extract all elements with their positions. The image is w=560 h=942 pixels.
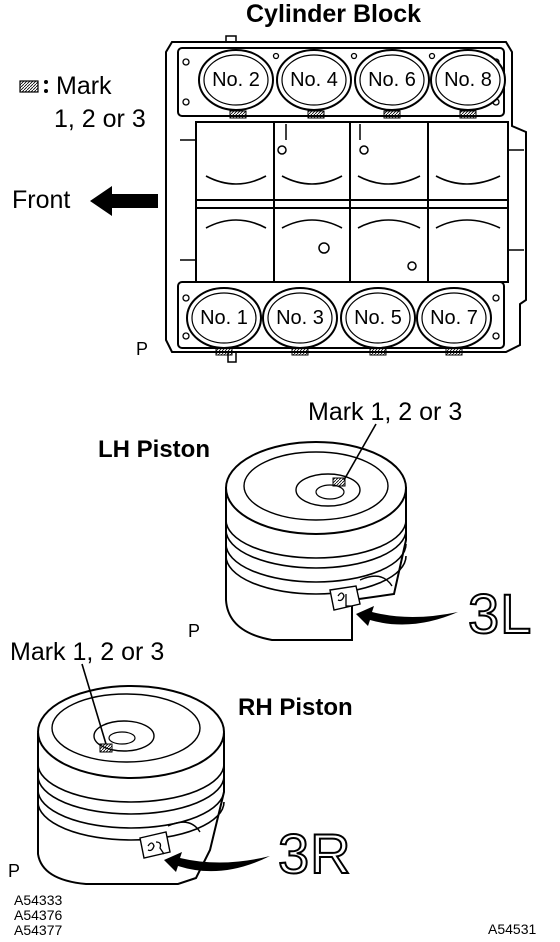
rh-mark-label: Mark 1, 2 or 3 [10, 638, 165, 666]
rh-mark-leader [81, 663, 107, 745]
cylinder-label-no-4: No. 4 [290, 69, 338, 91]
front-label: Front [12, 186, 71, 214]
bore-no-6 [354, 49, 430, 111]
rh-stamp-arrow [164, 852, 270, 872]
p-marker-block: P [136, 339, 149, 359]
block-grade-marks [215, 110, 477, 356]
bore-no-4 [276, 49, 352, 111]
cylinder-label-no-5: No. 5 [354, 307, 402, 329]
legend-mark-label: Mark [56, 72, 112, 100]
cylinder-block [165, 35, 527, 363]
cylinder-label-no-8: No. 8 [444, 69, 492, 91]
cylinder-label-no-2: No. 2 [212, 69, 260, 91]
front-arrow [90, 186, 158, 216]
diagram-title: Cylinder Block [246, 0, 422, 28]
p-marker-rh: P [8, 861, 21, 881]
lh-stamp-label: 3L [467, 582, 533, 645]
figure-id-right: A54531 [488, 921, 537, 937]
bore-no-2 [198, 49, 274, 111]
rh-piston-grade-mark [99, 743, 113, 753]
cylinder-label-no-1: No. 1 [200, 307, 248, 329]
p-marker-lh: P [188, 621, 201, 641]
lh-piston-grade-mark [332, 477, 346, 487]
cylinder-label-no-3: No. 3 [276, 307, 324, 329]
lh-mark-leader [343, 423, 377, 481]
rh-piston [37, 685, 225, 885]
lh-piston-label: LH Piston [98, 436, 210, 463]
cylinder-bores-top [198, 49, 506, 111]
figure-ids-left: A54333 A54376 A54377 [14, 892, 63, 938]
cylinder-label-no-7: No. 7 [430, 307, 478, 329]
cylinder-label-no-6: No. 6 [368, 69, 416, 91]
cylinder-bores-bottom [186, 287, 492, 349]
legend-mark-values: 1, 2 or 3 [54, 105, 146, 133]
lh-stamp-arrow [356, 606, 458, 626]
lh-piston [225, 441, 407, 641]
rh-piston-label: RH Piston [238, 694, 353, 721]
lh-mark-label: Mark 1, 2 or 3 [308, 398, 463, 426]
lh-stamp-mark [337, 592, 351, 607]
bore-no-8 [430, 49, 506, 111]
rh-stamp-label: 3R [277, 822, 352, 885]
rh-stamp-mark [147, 841, 165, 855]
legend-mark-symbol [19, 80, 48, 93]
